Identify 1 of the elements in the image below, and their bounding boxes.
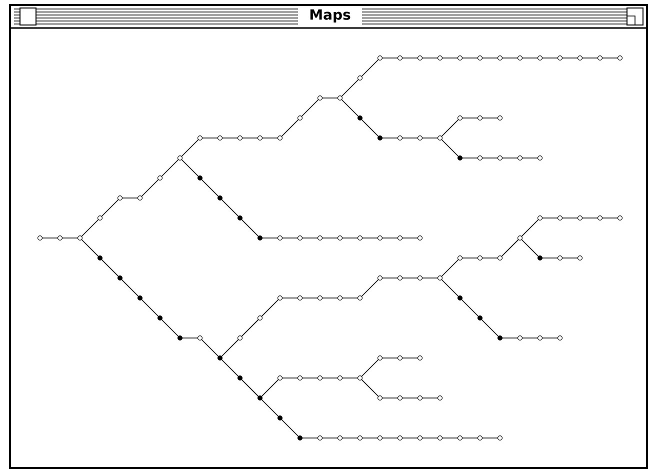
window-title: Maps [305,8,355,24]
